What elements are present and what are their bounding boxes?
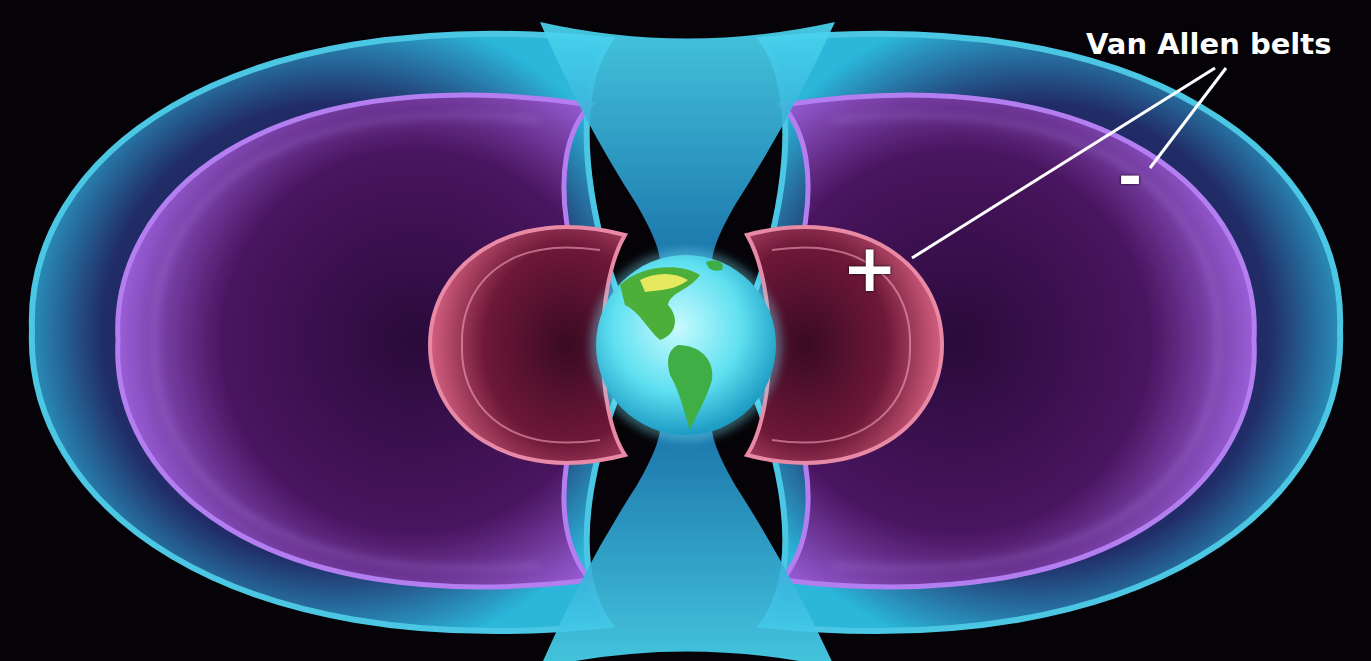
callout-sign: + bbox=[842, 236, 897, 302]
callout-title: Van Allen belts bbox=[1086, 30, 1331, 59]
callout-sign: - bbox=[1118, 148, 1142, 206]
leader-line bbox=[1150, 68, 1226, 168]
leader-line bbox=[912, 68, 1215, 258]
